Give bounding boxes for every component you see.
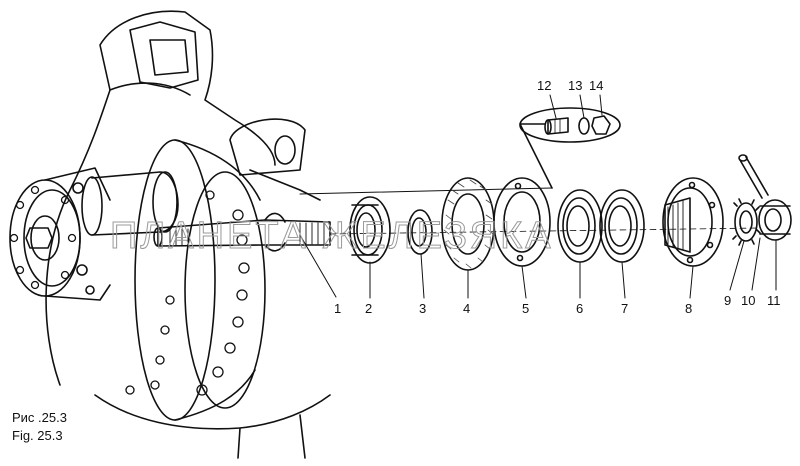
seal-ring-part-3 [407,209,433,255]
splined-hub-part-8 [662,177,724,267]
watermark-text: ПЛАНЕТА ЖЕЛЕЗЯКА [110,215,554,257]
callout-14: 14 [589,78,603,93]
callout-2: 2 [365,301,372,316]
callout-5: 5 [522,301,529,316]
callout-7: 7 [621,301,628,316]
half-shaft-part-1 [153,187,761,252]
callout-1: 1 [334,301,341,316]
callout-11: 11 [767,293,781,308]
callout-labels: 1 2 3 4 5 6 7 8 9 10 11 12 13 14 [334,78,781,316]
callout-13: 13 [568,78,582,93]
callout-12: 12 [537,78,551,93]
callout-9: 9 [724,293,731,308]
bearing-race-part-7 [599,189,645,263]
callout-8: 8 [685,301,692,316]
leader-lines [299,94,777,299]
callout-3: 3 [419,301,426,316]
figure-caption-en: Fig. 25.3 [12,428,63,443]
callout-10: 10 [741,293,755,308]
bearing-race-part-6 [557,189,603,263]
lock-washer-part-9 [732,198,761,246]
wheel-hub-assembly [9,10,331,459]
callout-6: 6 [576,301,583,316]
callout-4: 4 [463,301,470,316]
castle-nut-part-10-11 [738,154,792,241]
figure-caption-ru: Рис .25.3 [12,410,67,425]
fastener-inset-parts-12-14 [519,107,621,143]
